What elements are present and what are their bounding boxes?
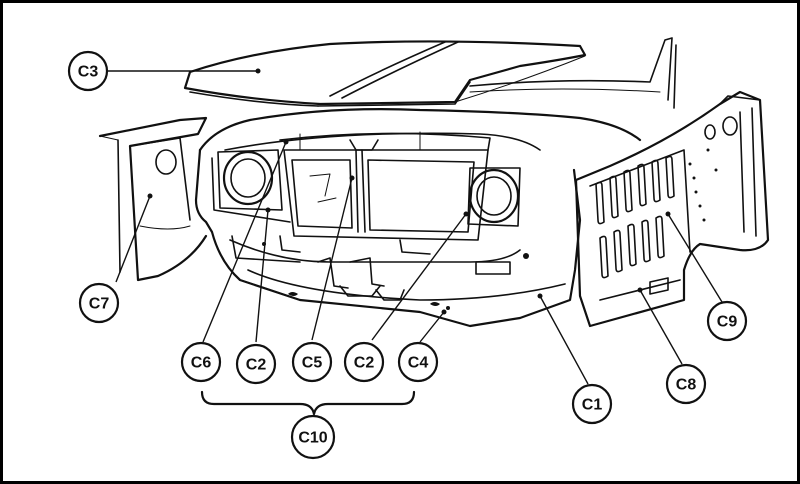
callout-c5: C5 <box>291 341 333 383</box>
callout-c10: C10 <box>290 414 336 460</box>
wing-rivet-dots <box>688 148 718 222</box>
headlamp-left <box>217 149 283 211</box>
callout-c3: C3 <box>67 50 109 92</box>
svg-text:C5: C5 <box>302 355 323 372</box>
callout-c7: C7 <box>78 282 120 324</box>
callout-c1: C1 <box>571 383 613 425</box>
grille-panel <box>279 131 491 241</box>
svg-text:C1: C1 <box>582 397 603 414</box>
leader-lines <box>108 68 723 385</box>
front-body-shell <box>194 108 642 328</box>
wing-louvres <box>595 155 675 279</box>
svg-text:C7: C7 <box>89 296 110 313</box>
svg-text:C3: C3 <box>78 64 99 81</box>
callout-c2-left: C2 <box>235 343 277 385</box>
bonnet-panel <box>183 40 587 107</box>
right-inner-wing <box>574 90 770 328</box>
svg-text:C2: C2 <box>354 355 375 372</box>
svg-text:C8: C8 <box>676 377 697 394</box>
svg-text:C4: C4 <box>408 355 429 372</box>
headlamp-right <box>467 167 521 227</box>
svg-text:C2: C2 <box>246 357 267 374</box>
svg-text:C9: C9 <box>717 314 738 331</box>
scuttle-and-pillar <box>469 37 677 109</box>
left-inner-wing <box>98 116 208 282</box>
callout-c6: C6 <box>180 341 222 383</box>
callout-c8: C8 <box>665 363 707 405</box>
callout-c9: C9 <box>706 300 748 342</box>
svg-text:C10: C10 <box>298 430 327 447</box>
callout-c2-right: C2 <box>343 341 385 383</box>
callout-c4: C4 <box>397 341 439 383</box>
group-brace <box>200 390 416 416</box>
svg-text:C6: C6 <box>191 355 212 372</box>
lower-apron <box>231 235 529 310</box>
